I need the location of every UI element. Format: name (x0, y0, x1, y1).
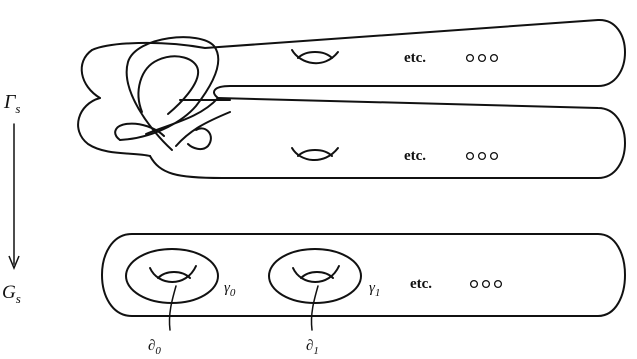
base-surface-outline (101, 233, 626, 317)
handle-1-outer (268, 248, 362, 304)
handle-0-outer (125, 248, 219, 304)
gamma-1-label: γ1 (369, 280, 380, 299)
etc-label-top: etc. (404, 50, 426, 66)
lower-band-outline (149, 97, 626, 179)
tube-lower-lobe (77, 97, 151, 157)
gamma-s-label: Γs (3, 91, 20, 116)
etc-label-middle: etc. (404, 148, 426, 164)
delta-1-label: ∂1 (306, 338, 319, 357)
tube-strand-inner (137, 55, 200, 115)
lower-band-handle-bottom (297, 149, 333, 157)
lower-surface-band (149, 97, 626, 179)
tube-small-hole (187, 127, 212, 151)
tube-strand-outer (119, 36, 220, 151)
upper-band-outline (91, 18, 626, 99)
projection-arrow (8, 123, 20, 270)
ellipsis-dots-top (465, 53, 499, 63)
handle-1-hole-top (292, 265, 340, 283)
delta-0-curve (168, 285, 177, 331)
upper-band-handle-bottom (297, 51, 333, 59)
upper-surface-band (80, 18, 626, 99)
handle-0-hole-top (149, 265, 197, 283)
gamma-0-label: γ0 (224, 280, 236, 299)
upper-band-left-wall (80, 49, 101, 99)
handle-1-hole-bottom (300, 271, 334, 279)
upper-band-handle-top (291, 49, 339, 64)
base-surface (101, 233, 626, 331)
lower-band-handle-top (291, 147, 339, 161)
g-s-label: Gs (2, 282, 21, 306)
delta-0-label: ∂0 (148, 338, 161, 357)
etc-label-bottom: etc. (410, 276, 432, 292)
delta-1-curve (310, 285, 319, 331)
handle-0-hole-bottom (157, 271, 191, 279)
tube-crossing-strand (145, 97, 219, 135)
ellipsis-dots-bottom (469, 279, 503, 289)
ellipsis-dots-middle (465, 151, 499, 161)
tube-crossing-strand-2 (175, 111, 231, 147)
knotted-tube (77, 36, 231, 157)
